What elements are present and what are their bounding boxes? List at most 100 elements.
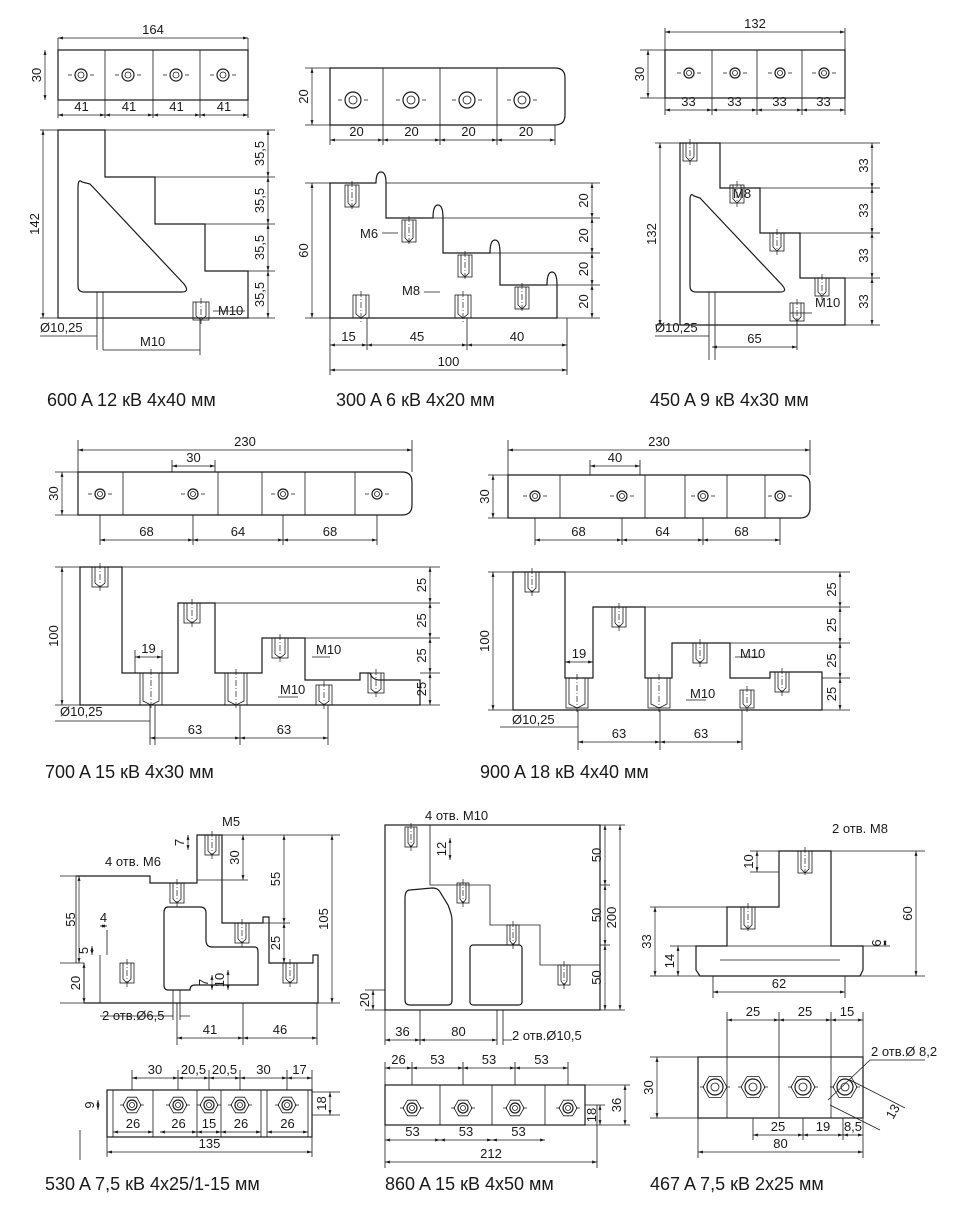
dimension-label: 12 — [434, 842, 449, 856]
threaded-hole-icon — [514, 283, 530, 313]
dimension-label: 60 — [296, 243, 311, 257]
dimension-label: 164 — [142, 22, 164, 37]
dimension-label: 20 — [576, 193, 591, 207]
threaded-hole-icon — [739, 686, 755, 712]
note-label: M10 — [740, 646, 765, 661]
note-label: M10 — [316, 642, 341, 657]
dimension: 100 — [330, 354, 567, 372]
dimension: 20 — [357, 990, 375, 1010]
dimension: 46 — [243, 1022, 317, 1040]
dimension: 105 — [316, 835, 334, 1003]
dimension: 41 — [105, 99, 153, 117]
dimension-label: 53 — [482, 1052, 496, 1067]
dimension: 135 — [107, 1136, 312, 1154]
dimension: 8,5 — [843, 1119, 863, 1137]
dimension-label: 20 — [461, 124, 475, 139]
dimension-label: 68 — [571, 524, 585, 539]
dimension: 18 — [314, 1092, 332, 1115]
dimension: 68 — [535, 524, 622, 542]
mounting-hole-icon — [338, 91, 368, 109]
threaded-hole-icon — [192, 298, 210, 324]
threaded-hole-icon — [647, 674, 671, 712]
dimension-label: 20 — [519, 124, 533, 139]
dimension-label: 68 — [323, 524, 337, 539]
dimension: 15 — [197, 1116, 221, 1134]
dimension-label: 9 — [82, 1101, 97, 1108]
dimension: 20 — [68, 963, 86, 1003]
busbar-450a-drawing — [640, 28, 880, 360]
mounting-hole-icon — [503, 1099, 527, 1117]
dimension-label: 100 — [477, 630, 492, 652]
dimension-label: 33 — [639, 934, 654, 948]
dimension-label: 50 — [589, 848, 604, 862]
note-label: 2 отв.Ø 8,2 — [871, 1044, 937, 1059]
dimension: 36 — [609, 1085, 627, 1125]
dimension: 30 — [227, 835, 245, 880]
threaded-hole-icon — [352, 291, 370, 322]
dimension: 41 — [177, 1022, 243, 1040]
dimension-label: 25 — [268, 936, 283, 950]
threaded-hole-icon — [774, 668, 790, 696]
dimension: 132 — [665, 16, 845, 34]
dimension-label: 20 — [68, 976, 83, 990]
dimension-label: 33 — [856, 294, 871, 308]
side-view-outline — [329, 171, 558, 319]
dimension-label: 26 — [234, 1116, 248, 1131]
threaded-hole-icon — [315, 681, 333, 709]
dimension-label: 212 — [480, 1146, 502, 1161]
dimension: 19 — [565, 646, 593, 664]
dimension-label: 100 — [438, 354, 460, 369]
dimension: 25 — [824, 678, 842, 710]
busbar-600a-drawing — [40, 38, 275, 355]
dimension-label: 33 — [727, 94, 741, 109]
dimension: 55 — [63, 876, 81, 963]
threaded-hole-icon — [91, 563, 109, 591]
mounting-hole-icon — [723, 67, 747, 79]
dimension: 30 — [46, 472, 64, 515]
dimension-label: 25 — [414, 578, 429, 592]
dimension: 33 — [712, 94, 757, 112]
mounting-hole-icon — [812, 67, 836, 79]
threaded-hole-icon — [729, 181, 745, 207]
bottom-view-outline — [697, 1056, 864, 1119]
mounting-hole-icon — [365, 488, 389, 500]
mounting-hole-icon — [275, 1096, 299, 1114]
notes-layer: Ø10,25M10M10M6M8M8M10Ø10,25M10M10Ø10,25M… — [40, 186, 937, 1122]
mounting-hole-icon — [228, 1096, 252, 1114]
dimension: 33 — [757, 94, 802, 112]
top-view-outline — [507, 474, 811, 519]
dimension: 18 — [584, 1105, 602, 1125]
dimension-label: 35,5 — [252, 235, 267, 260]
mounting-hole-icon — [120, 1096, 144, 1114]
mounting-hole-icon — [691, 490, 715, 502]
mounting-hole-icon — [163, 68, 189, 82]
threaded-hole-icon — [797, 847, 813, 877]
dimension: 26 — [385, 1052, 412, 1070]
dimension-label: 15 — [202, 1116, 216, 1131]
dimension: 10 — [741, 851, 759, 872]
note-label: M10 — [140, 334, 165, 349]
dimension-label: 55 — [268, 872, 283, 886]
dimension: 50 — [589, 825, 607, 885]
threaded-hole-icon — [814, 274, 830, 300]
mounting-hole-icon — [768, 67, 792, 79]
dimension: 33 — [856, 143, 874, 188]
dimension: 68 — [283, 524, 377, 542]
dimension: 63 — [240, 722, 328, 740]
dimension: 20 — [576, 183, 594, 218]
threaded-hole-icon — [682, 139, 698, 165]
dimension: 33 — [802, 94, 845, 112]
dimension: 6 — [869, 939, 887, 947]
dimension-label: 30 — [227, 850, 242, 864]
dimension-label: 33 — [772, 94, 786, 109]
dimension-label: 41 — [203, 1022, 217, 1037]
dimension: 35,5 — [252, 224, 270, 271]
dimension: 41 — [58, 99, 105, 117]
dimension-label: 230 — [648, 434, 670, 449]
side-view-outline — [512, 571, 823, 711]
dimension: 50 — [589, 945, 607, 1010]
threaded-hole-icon — [183, 599, 201, 627]
caption-467a: 467 A 7,5 кВ 2x25 мм — [650, 1174, 824, 1194]
dimension: 142 — [27, 130, 45, 318]
